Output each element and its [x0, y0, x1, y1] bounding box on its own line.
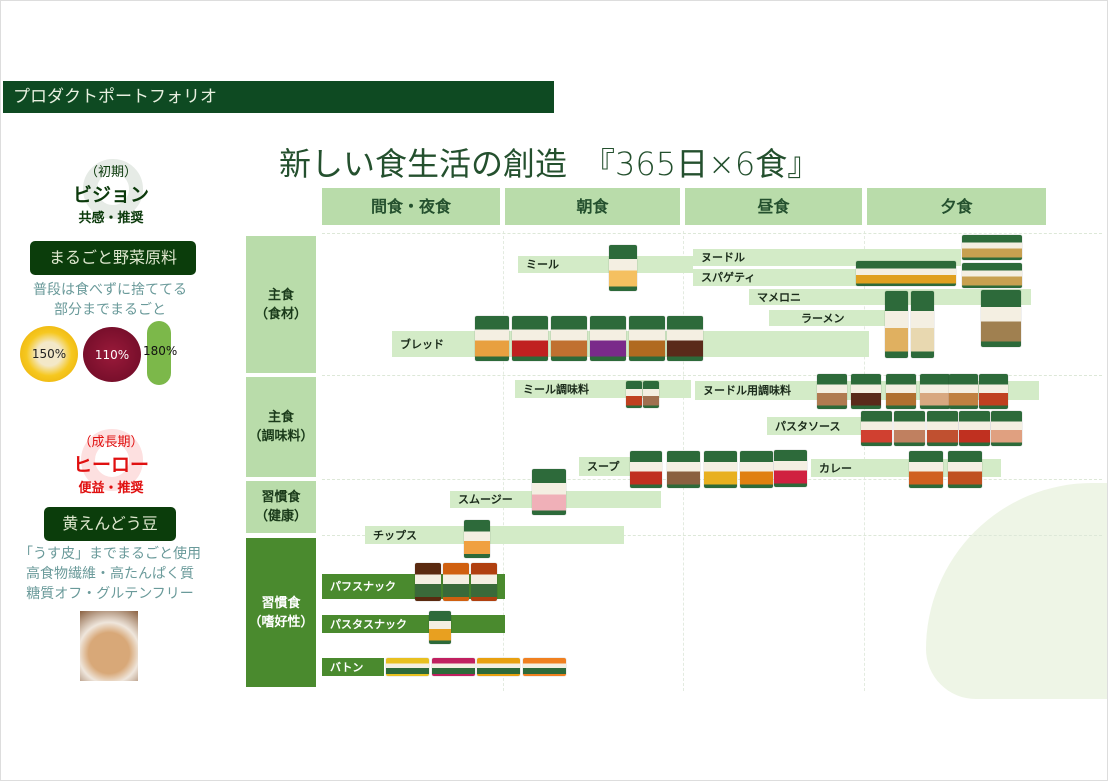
- vision-stage: （初期）: [84, 165, 137, 180]
- beet-image: 110%: [83, 327, 141, 382]
- column-lunch: 昼食: [685, 188, 862, 225]
- page-title: 新しい食生活の創造 『365日×6食』: [279, 145, 820, 183]
- corn-image: 150%: [20, 326, 78, 382]
- product-package-image: [630, 451, 662, 488]
- decorative-circle: [926, 483, 1107, 699]
- product-package-image: [948, 451, 982, 488]
- row-label-habit-treat: 習慣食 （嗜好性）: [246, 538, 316, 687]
- product-package-image: [981, 290, 1021, 347]
- bar-pasta-sauce: パスタソース: [767, 417, 867, 435]
- bar-chips: チップス: [365, 526, 624, 544]
- vision-sub: 共感・推奨: [78, 211, 144, 226]
- bar-pasta-snack: パスタスナック: [322, 615, 505, 633]
- row-label-habit-health: 習慣食 （健康）: [246, 481, 316, 533]
- product-package-image: [886, 374, 916, 409]
- corn-percent: 150%: [31, 347, 67, 361]
- product-package-image: [667, 316, 703, 361]
- divider: [322, 375, 1102, 376]
- product-package-image: [415, 563, 441, 601]
- yellow-pea-tag: 黄えんどう豆: [44, 507, 176, 541]
- yellow-pea-desc: 「うす皮」までまるごと使用 高食物繊維・高たんぱく質 糖質オフ・グルテンフリー: [1, 544, 219, 604]
- column-dinner: 夕食: [867, 188, 1046, 225]
- product-package-image: [609, 245, 637, 291]
- product-package-image: [590, 316, 626, 361]
- divider: [322, 233, 1102, 234]
- bar-ramen: ラーメン: [769, 310, 906, 326]
- desc-line: 普段は食べずに捨ててる: [33, 282, 187, 298]
- pea-pod-image: [147, 321, 171, 385]
- product-package-image: [386, 658, 429, 676]
- hero-title: ヒーロー: [72, 454, 149, 476]
- product-package-image: [861, 411, 892, 446]
- product-package-image: [512, 316, 548, 361]
- pea-percent: 180%: [143, 344, 178, 358]
- bar-meal: ミール: [518, 256, 693, 273]
- product-package-image: [991, 411, 1022, 446]
- product-package-image: [962, 235, 1022, 260]
- bar-baton: バトン: [322, 658, 384, 676]
- product-package-image: [856, 261, 956, 286]
- column-breakfast: 朝食: [505, 188, 680, 225]
- product-package-image: [629, 316, 665, 361]
- product-package-image: [704, 451, 737, 488]
- vision-block: （初期） ビジョン 共感・推奨: [41, 161, 181, 226]
- section-header: プロダクトポートフォリオ: [3, 81, 554, 113]
- hero-sub: 便益・推奨: [78, 481, 144, 496]
- product-package-image: [962, 263, 1022, 288]
- product-package-image: [471, 563, 497, 601]
- product-package-image: [551, 316, 587, 361]
- vision-ring: [83, 159, 143, 219]
- bar-meal-seasoning: ミール調味料: [515, 380, 691, 398]
- product-package-image: [911, 291, 934, 358]
- whole-vegetable-tag: まるごと野菜原料: [30, 241, 196, 275]
- whole-vegetable-desc: 普段は食べずに捨ててる 部分までまるごと: [1, 280, 219, 320]
- desc-line: 部分までまるごと: [54, 302, 166, 318]
- yellow-pea-photo: [80, 611, 138, 681]
- product-package-image: [817, 374, 847, 409]
- column-snack-night: 間食・夜食: [322, 188, 500, 225]
- product-package-image: [443, 563, 469, 601]
- product-package-image: [464, 520, 490, 558]
- desc-line: 高食物繊維・高たんぱく質: [26, 566, 194, 582]
- product-package-image: [523, 658, 566, 676]
- product-package-image: [532, 469, 566, 515]
- product-package-image: [920, 374, 950, 409]
- product-package-image: [774, 450, 807, 487]
- product-package-image: [740, 451, 773, 488]
- row-label-staple-seasoning: 主食 （調味料）: [246, 377, 316, 477]
- row-label-staple-ingredients: 主食 （食材）: [246, 236, 316, 373]
- desc-line: 「うす皮」までまるごと使用: [19, 546, 201, 562]
- divider: [322, 535, 1102, 536]
- product-package-image: [949, 374, 978, 409]
- product-package-image: [432, 658, 475, 676]
- product-package-image: [909, 451, 943, 488]
- product-package-image: [626, 381, 642, 408]
- divider: [503, 231, 504, 691]
- product-package-image: [477, 658, 520, 676]
- product-package-image: [851, 374, 881, 409]
- product-package-image: [667, 451, 700, 488]
- desc-line: 糖質オフ・グルテンフリー: [26, 586, 194, 602]
- product-package-image: [894, 411, 925, 446]
- hero-stage: （成長期）: [78, 435, 144, 450]
- product-package-image: [979, 374, 1008, 409]
- product-package-image: [643, 381, 659, 408]
- vision-title: ビジョン: [72, 184, 149, 206]
- beet-percent: 110%: [94, 347, 130, 362]
- product-package-image: [429, 611, 451, 644]
- product-package-image: [927, 411, 958, 446]
- hero-block: （成長期） ヒーロー 便益・推奨: [41, 431, 181, 496]
- product-package-image: [959, 411, 990, 446]
- product-package-image: [885, 291, 908, 358]
- product-package-image: [475, 316, 509, 361]
